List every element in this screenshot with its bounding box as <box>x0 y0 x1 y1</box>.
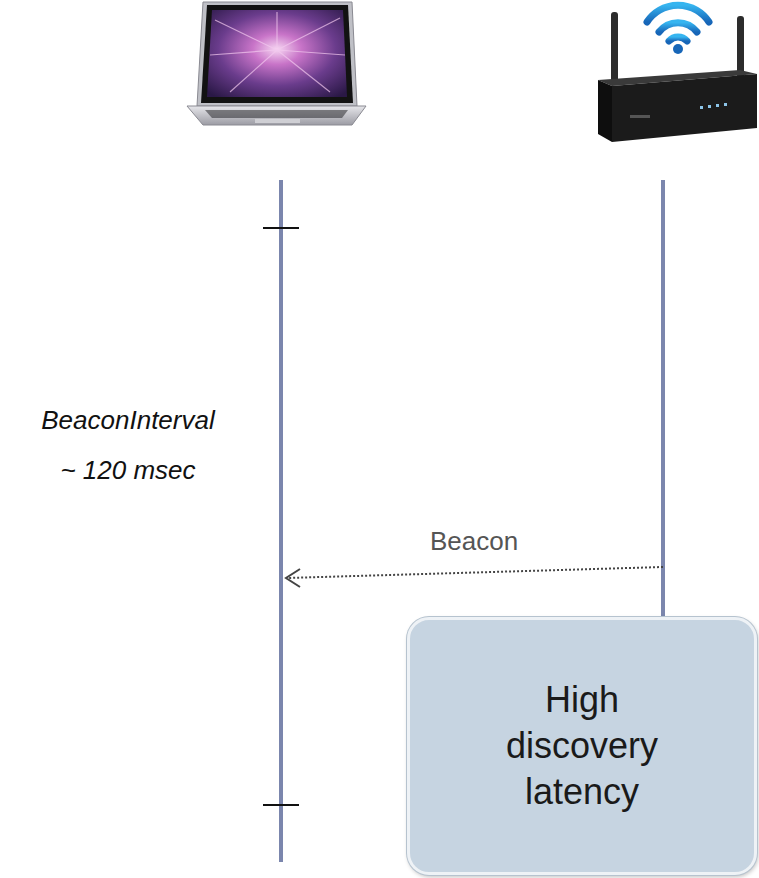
interval-label: BeaconInterval ~ 120 msec <box>39 395 217 495</box>
callout-text: High discovery latency <box>504 677 661 815</box>
message-label: Beacon <box>428 525 520 557</box>
router-icon <box>598 5 757 142</box>
callout-box: High discovery latency <box>407 617 757 875</box>
laptop-icon <box>187 2 366 125</box>
beacon-arrow <box>286 567 663 587</box>
